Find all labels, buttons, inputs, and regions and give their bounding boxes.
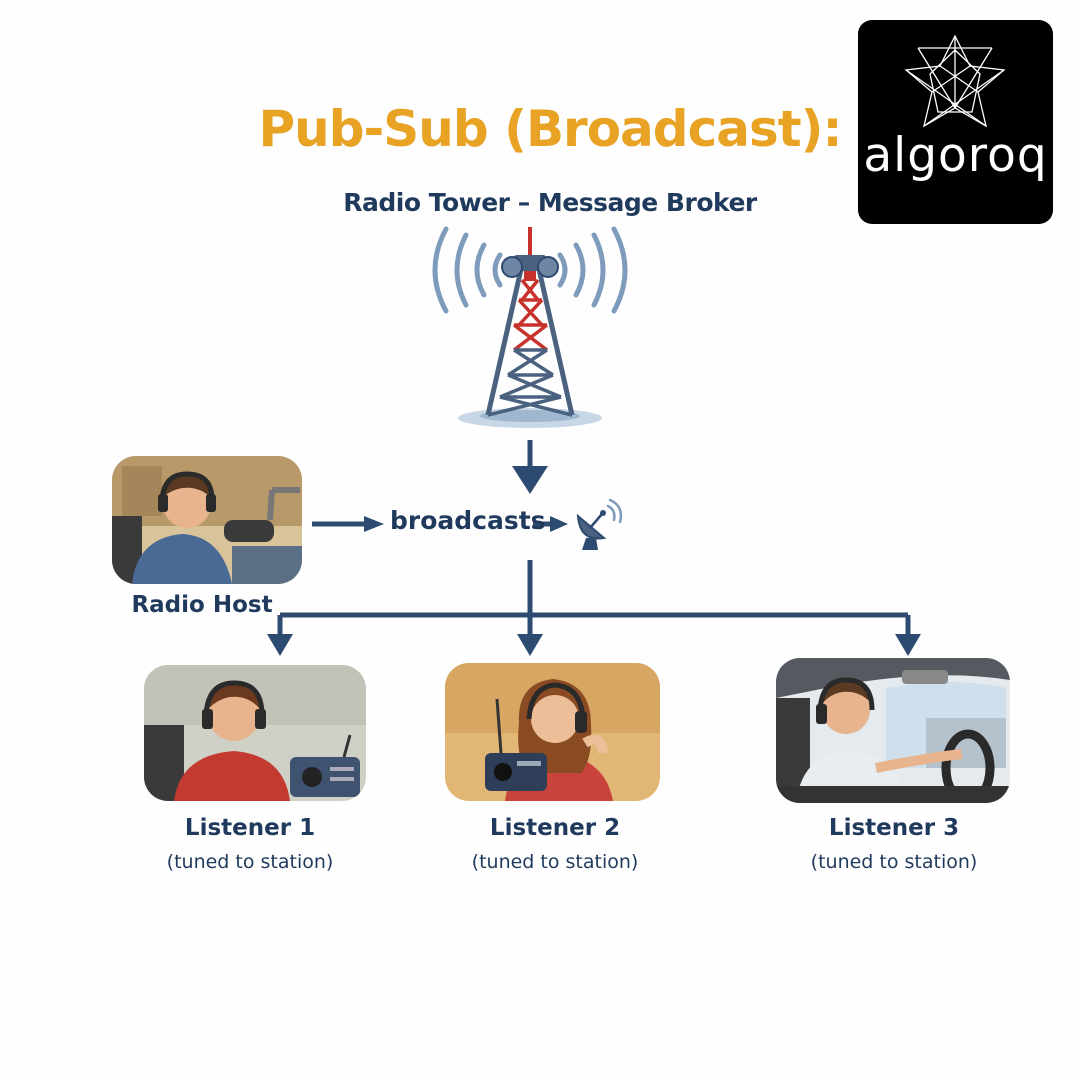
arrow-head-right-broadcasts: [550, 516, 568, 532]
page-subtitle: Radio Tower – Message Broker: [343, 188, 757, 217]
listener-1-status: (tuned to station): [166, 851, 334, 873]
satellite-dish-icon: [576, 498, 623, 550]
listener-2-status: (tuned to station): [471, 851, 639, 873]
page-title: Pub-Sub (Broadcast):: [258, 100, 843, 158]
arrow-head-down-listener-3: [895, 634, 921, 656]
listener-2-card: [445, 663, 660, 801]
publisher-label: Radio Host: [131, 592, 273, 618]
edge-label-broadcasts: broadcasts: [390, 506, 546, 535]
listener-1-label: Listener 1: [184, 815, 316, 841]
arrow-head-down-listener-2: [517, 634, 543, 656]
listener-3-card: [776, 658, 1010, 803]
listener-3-label: Listener 3: [828, 815, 960, 841]
arrow-head-right-host: [364, 516, 384, 532]
star-polyhedron-icon: [904, 34, 1006, 128]
logo-text: algoroq: [863, 128, 1048, 183]
publisher-radio-host-card: [112, 456, 302, 584]
listener-1-card: [144, 665, 366, 801]
arrow-head-down-tower: [512, 466, 548, 494]
arrow-head-down-listener-1: [267, 634, 293, 656]
radio-tower-icon: [432, 226, 628, 428]
logo: algoroq: [858, 20, 1053, 224]
listener-2-label: Listener 2: [489, 815, 621, 841]
listener-3-status: (tuned to station): [810, 851, 978, 873]
